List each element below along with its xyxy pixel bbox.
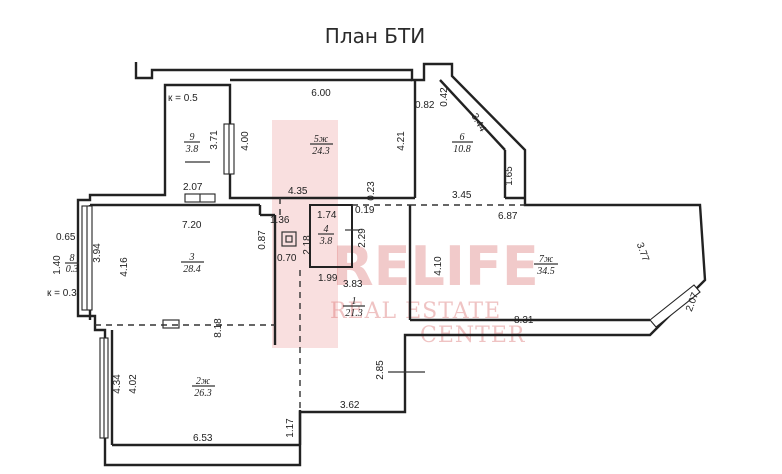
watermark-brand: RELIFE (332, 235, 539, 298)
room-area-3: 28.4 (183, 264, 201, 275)
room-labels: 9 3.8 5ж 24.3 6 10.8 3 28.4 4 3.8 7ж 34.… (65, 132, 558, 399)
room-area-2: 26.3 (194, 388, 212, 399)
dim-435: 4.35 (288, 186, 308, 197)
room-area-7: 34.5 (536, 266, 555, 277)
dim-065: 0.65 (56, 232, 76, 243)
dim-410: 4.10 (433, 256, 444, 276)
room-num-6: 6 (460, 132, 465, 143)
wall-6-diag (439, 79, 506, 151)
dim-362: 3.62 (340, 400, 360, 411)
dim-k1: к = 0.5 (168, 93, 198, 104)
dim-218: 2.18 (302, 235, 313, 255)
dim-023: 0.23 (366, 181, 377, 201)
room-4-box (309, 204, 353, 268)
room-area-1: 21.3 (345, 308, 363, 319)
room-num-1: 1 (352, 296, 357, 307)
dim-k2: к = 0.3 (47, 288, 77, 299)
dim-400: 4.00 (240, 131, 251, 151)
dim-117: 1.17 (285, 418, 296, 438)
dim-042: 0.42 (439, 87, 450, 107)
room-num-3: 3 (189, 252, 195, 263)
dim-285: 2.85 (375, 360, 386, 380)
radiator (162, 319, 180, 329)
dim-421: 4.21 (396, 131, 407, 151)
room-area-6: 10.8 (453, 144, 471, 155)
dim-165: 1.65 (504, 166, 515, 186)
dashed-partitions (95, 198, 525, 410)
window-7-diag (649, 284, 701, 328)
dim-207-top: 2.07 (183, 182, 203, 193)
dim-831: 8.31 (514, 315, 534, 326)
dim-818: 8.18 (213, 318, 224, 338)
room-num-4: 4 (324, 224, 329, 235)
shaft-inner (285, 235, 293, 243)
room-num-5: 5ж (314, 134, 329, 145)
room-num-7: 7ж (539, 254, 554, 265)
dim-070: 0.70 (277, 253, 297, 264)
room-area-8: 0.3 (66, 264, 79, 275)
dim-019: 0.19 (355, 205, 375, 216)
room-area-5: 24.3 (312, 146, 330, 157)
dim-394: 3.94 (92, 243, 103, 263)
dim-136: 1.36 (270, 215, 290, 226)
dim-434: 4.34 (112, 374, 123, 394)
dim-377: 3.77 (634, 241, 651, 263)
dim-687: 6.87 (498, 211, 518, 222)
shaft (281, 231, 297, 247)
dim-383: 3.83 (343, 279, 363, 290)
room-area-4: 3.8 (319, 236, 333, 247)
dim-199: 1.99 (318, 273, 338, 284)
page-title: План БТИ (324, 24, 426, 48)
dim-140: 1.40 (52, 255, 63, 275)
bathroom-walls (281, 204, 360, 268)
dim-229: 2.29 (357, 228, 368, 248)
dim-720: 7.20 (182, 220, 202, 231)
dim-174: 1.74 (317, 210, 337, 221)
dim-371: 3.71 (209, 130, 220, 150)
dim-087: 0.87 (257, 230, 268, 250)
dim-653: 6.53 (193, 433, 213, 444)
dim-402: 4.02 (128, 374, 139, 394)
room-num-2: 2ж (196, 376, 211, 387)
windows (81, 123, 701, 439)
dim-344: 3.44 (469, 112, 488, 135)
dim-082: 0.82 (415, 100, 435, 111)
room-num-8: 8 (70, 253, 75, 264)
dim-345: 3.45 (452, 190, 472, 201)
room-num-9: 9 (190, 132, 195, 143)
dim-416: 4.16 (119, 257, 130, 277)
room-area-9: 3.8 (185, 144, 199, 155)
dim-600: 6.00 (311, 88, 331, 99)
dimension-labels: к = 0.5 3.71 6.00 4.00 4.21 0.82 0.42 3.… (47, 87, 701, 444)
